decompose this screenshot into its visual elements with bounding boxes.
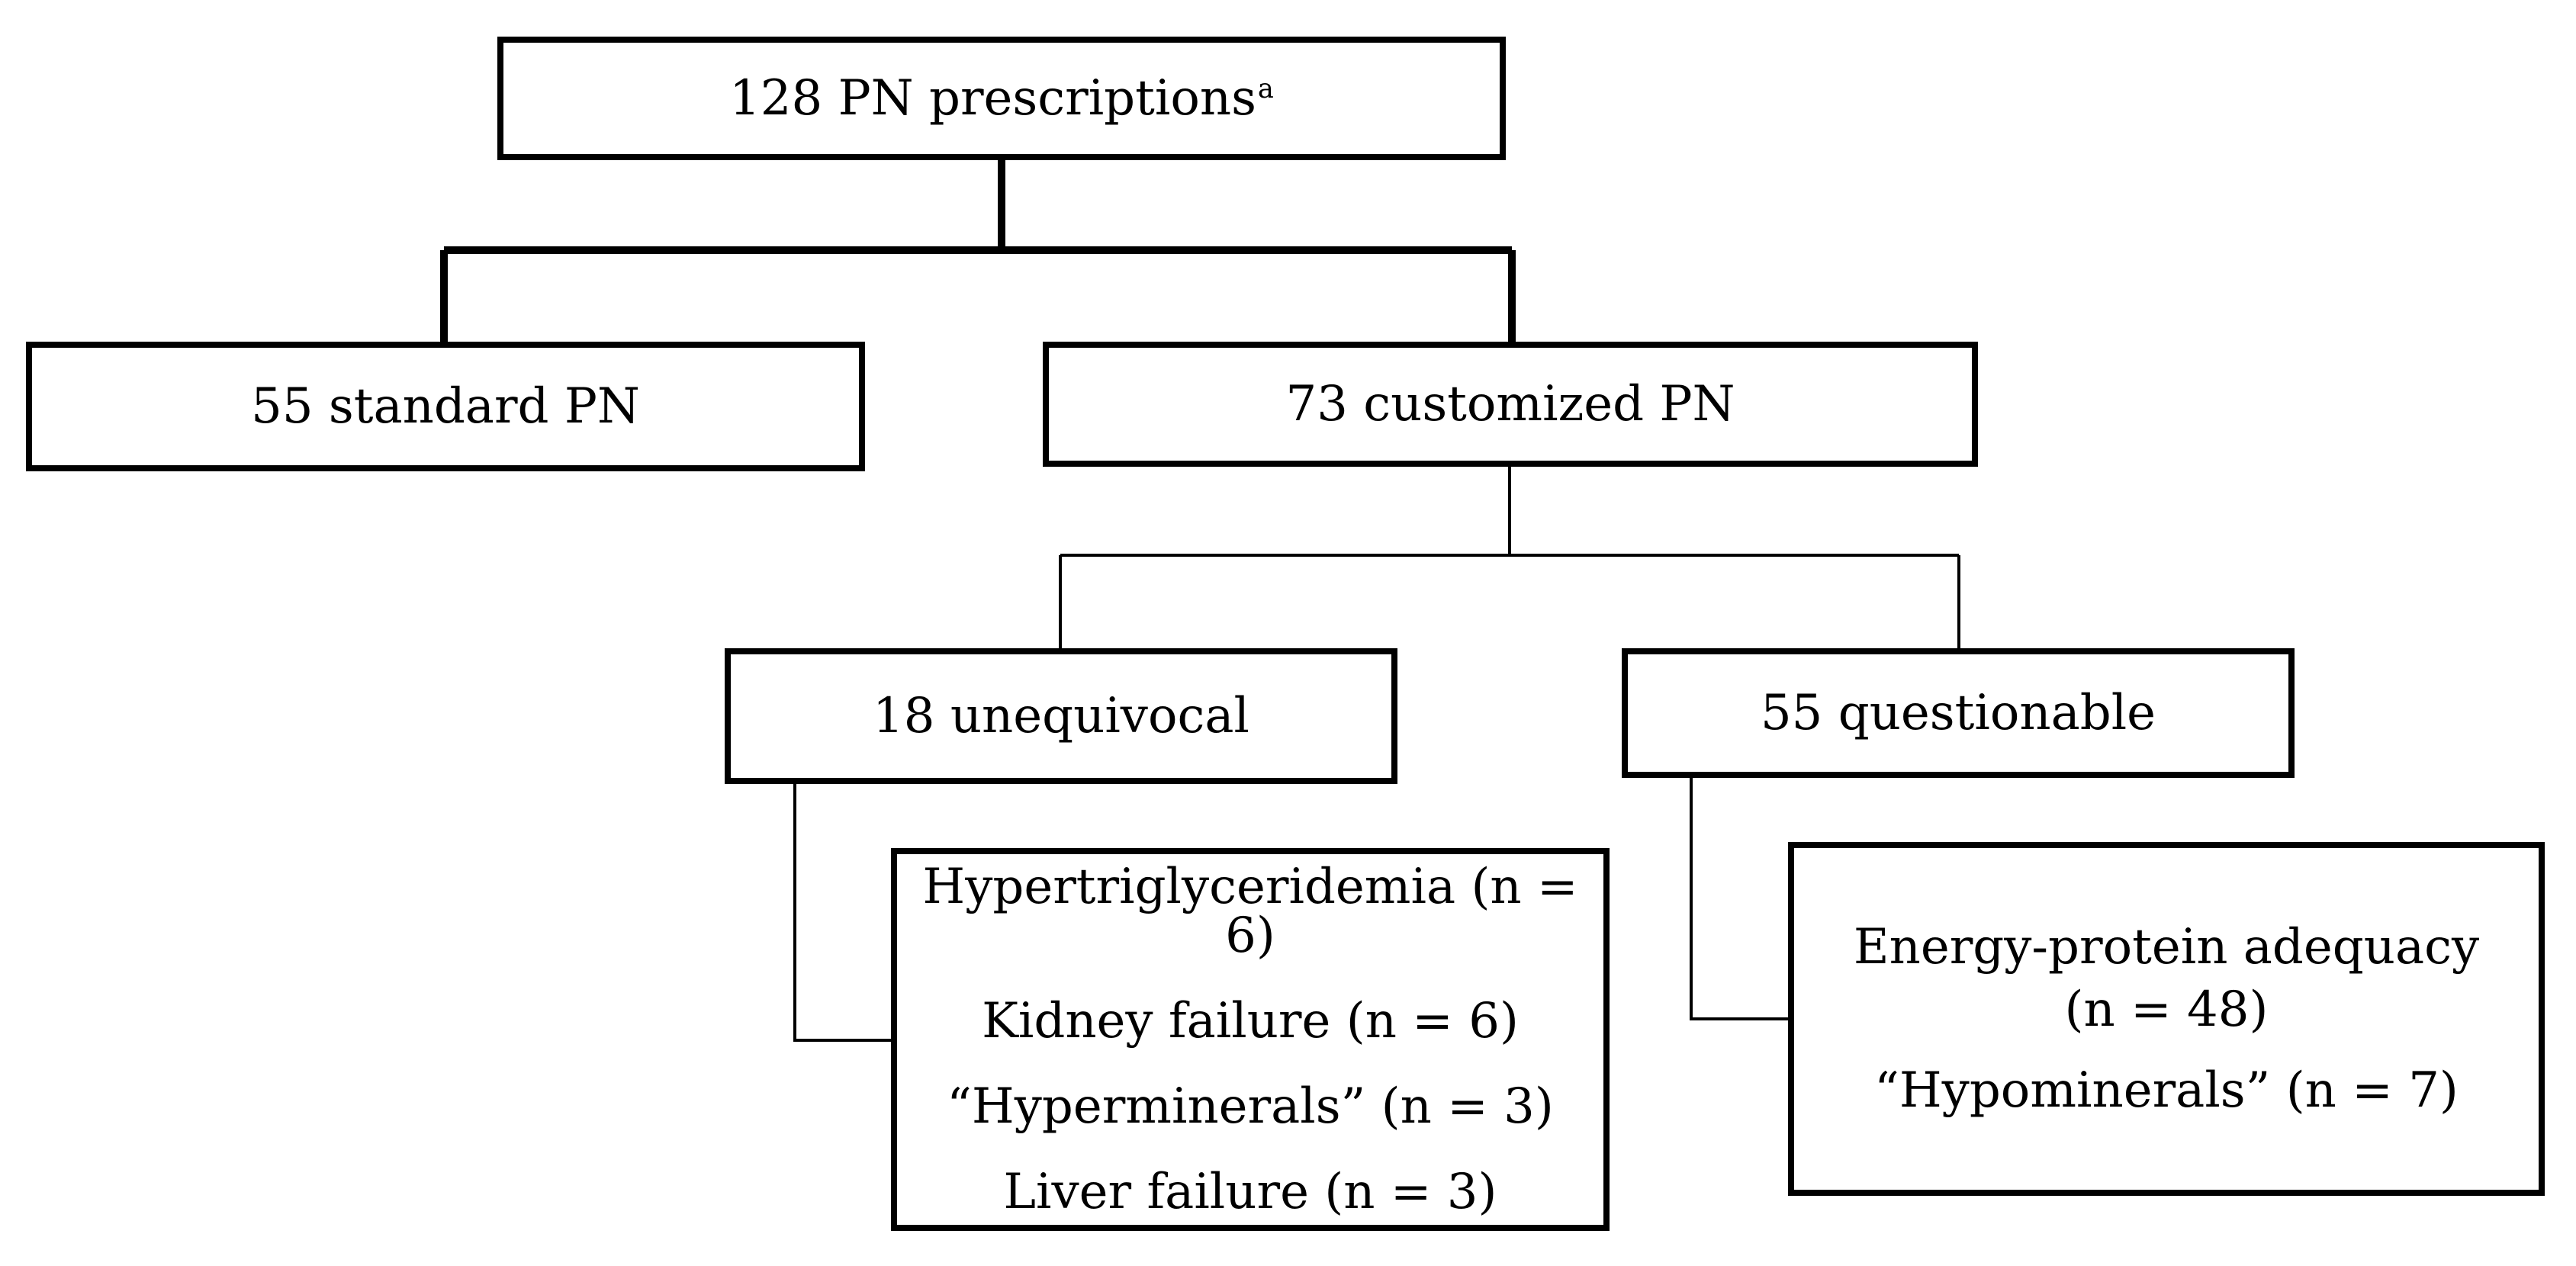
questionable-reasons-box: Energy-protein adequacy (n = 48) “Hypomi… xyxy=(1788,842,2545,1196)
unequivocal-box: 18 unequivocal xyxy=(725,648,1397,784)
questionable-box: 55 questionable xyxy=(1622,648,2295,778)
reason-item: “Hyperminerals” (n = 3) xyxy=(947,1078,1554,1135)
root-box: 128 PN prescriptionsa xyxy=(497,37,1506,160)
standard-pn-box: 55 standard PN xyxy=(26,342,865,471)
reason-line: Energy-protein adequacy xyxy=(1853,919,2480,975)
reason-item: Hypertriglyceridemia (n = 6) xyxy=(922,859,1578,964)
reason-item: Liver failure (n = 3) xyxy=(1003,1164,1497,1220)
connector-questionable-reasons xyxy=(1690,778,1791,1020)
questionable-label: 55 questionable xyxy=(1760,685,2156,741)
reason-item-energy-protein: Energy-protein adequacy (n = 48) xyxy=(1854,923,2479,1034)
reason-line: (n = 48) xyxy=(2064,982,2269,1038)
customized-pn-box: 73 customized PN xyxy=(1043,342,1978,467)
reason-item: Kidney failure (n = 6) xyxy=(982,993,1519,1049)
unequivocal-label: 18 unequivocal xyxy=(873,688,1249,744)
standard-pn-label: 55 standard PN xyxy=(251,378,640,435)
customized-pn-label: 73 customized PN xyxy=(1285,376,1735,432)
root-label: 128 PN prescriptionsa xyxy=(729,74,1274,123)
reason-item-hypominerals: “Hypominerals” (n = 7) xyxy=(1874,1062,2459,1119)
root-label-text: 128 PN prescriptions xyxy=(729,70,1256,127)
unequivocal-reasons-box: Hypertriglyceridemia (n = 6) Kidney fail… xyxy=(891,848,1610,1231)
connector-unequivocal-reasons xyxy=(793,784,894,1042)
root-footnote-marker: a xyxy=(1257,72,1274,104)
